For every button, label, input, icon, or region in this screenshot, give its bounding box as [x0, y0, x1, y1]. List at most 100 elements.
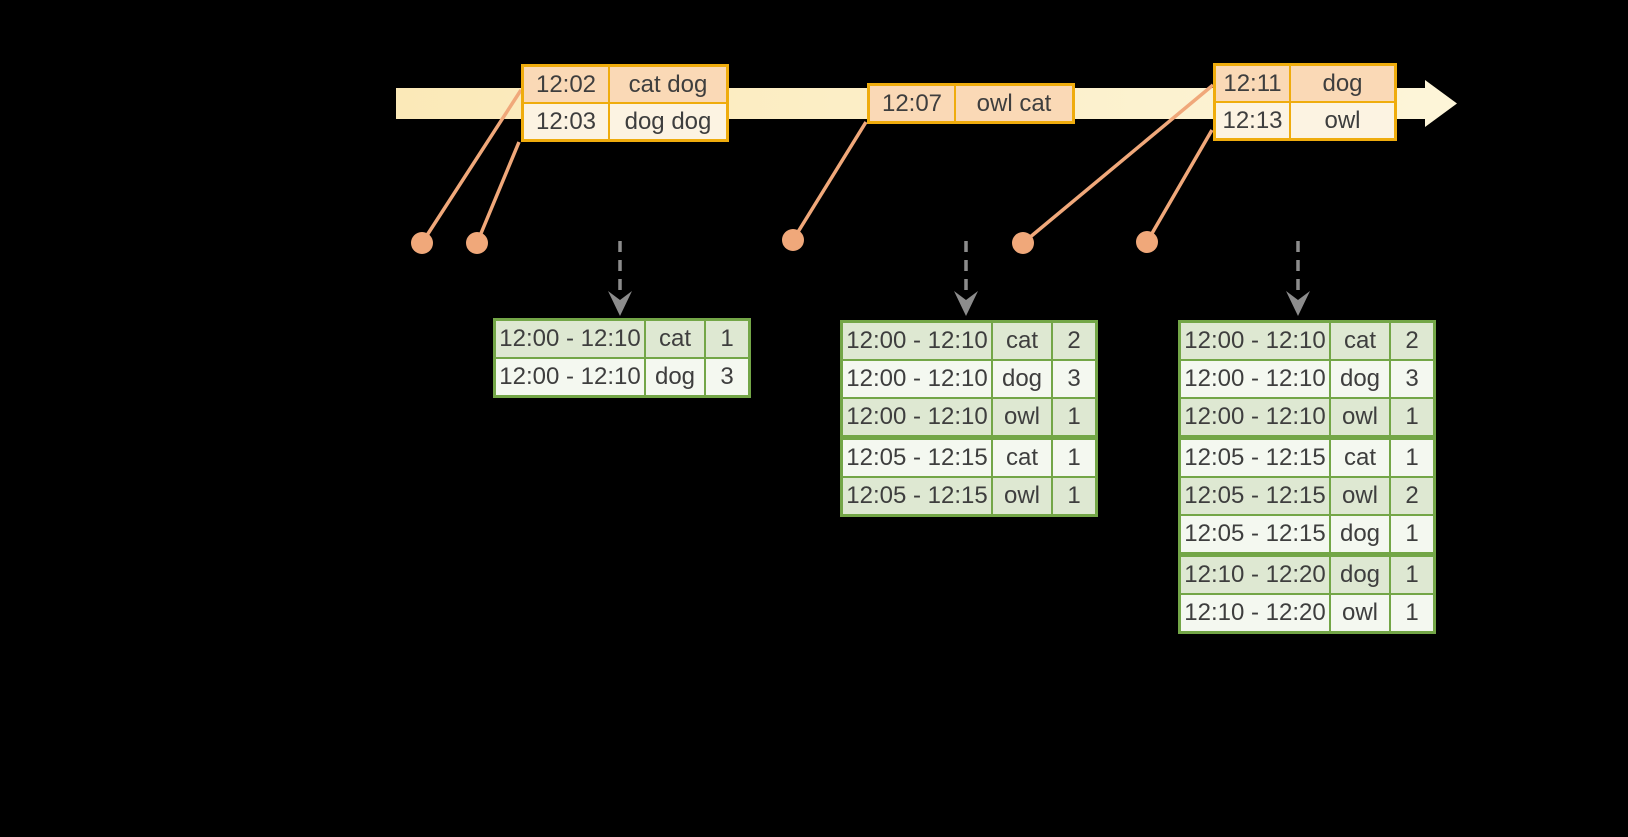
table-cell: 12:00 - 12:10 [840, 397, 993, 439]
table-cell: owl [1289, 101, 1397, 141]
event-connector-lines [420, 83, 1215, 245]
table-cell: 1 [1389, 552, 1436, 595]
table-cell: 2 [1389, 476, 1436, 516]
table-cell: 1 [1389, 514, 1436, 556]
connector-line [1021, 83, 1215, 245]
table-cell: cat [1329, 320, 1391, 361]
table-cell: 12:05 - 12:15 [1178, 435, 1331, 478]
trigger-arrow-icon [1286, 241, 1310, 316]
table-cell: 1 [1051, 476, 1098, 517]
table-cell: owl [1329, 397, 1391, 439]
table-cell: 12:10 - 12:20 [1178, 593, 1331, 634]
table-cell: 2 [1051, 320, 1098, 361]
table-cell: 1 [1389, 593, 1436, 634]
table-cell: dog dog [608, 102, 729, 142]
timeline-arrowhead-icon [1425, 80, 1457, 127]
event-dot [411, 232, 433, 254]
table-cell: owl [991, 476, 1053, 517]
table-cell: 3 [1389, 359, 1436, 399]
table-cell: 12:07 [867, 83, 956, 124]
connector-line [791, 121, 868, 241]
table-cell: 12:00 - 12:10 [1178, 320, 1331, 361]
connector-line [1145, 129, 1214, 243]
table-cell: cat dog [608, 64, 729, 104]
table-cell: owl [991, 397, 1053, 439]
table-cell: 12:00 - 12:10 [493, 357, 646, 398]
trigger-arrow-icon [608, 241, 632, 316]
trigger-arrowhead-icon [608, 291, 632, 316]
connector-line [420, 89, 523, 244]
table-cell: cat [991, 320, 1053, 361]
table-cell: 12:11 [1213, 63, 1291, 103]
table-cell: 12:00 - 12:10 [840, 320, 993, 361]
table-cell: 1 [1389, 397, 1436, 439]
table-cell: 12:05 - 12:15 [1178, 476, 1331, 516]
connector-line [475, 141, 521, 244]
table-cell: dog [644, 357, 706, 398]
table-cell: 12:02 [521, 64, 610, 104]
table-cell: 3 [1051, 359, 1098, 399]
table-cell: 12:00 - 12:10 [840, 359, 993, 399]
table-cell: owl [1329, 476, 1391, 516]
table-cell: 12:00 - 12:10 [493, 318, 646, 359]
event-dot [782, 229, 804, 251]
table-cell: 1 [1389, 435, 1436, 478]
table-cell: cat [1329, 435, 1391, 478]
table-cell: dog [1329, 552, 1391, 595]
event-time-dots [411, 229, 1158, 254]
table-cell: 3 [704, 357, 751, 398]
table-cell: 12:00 - 12:10 [1178, 397, 1331, 439]
table-cell: 12:05 - 12:15 [840, 435, 993, 478]
table-cell: 12:05 - 12:15 [1178, 514, 1331, 556]
trigger-arrowhead-icon [954, 291, 978, 316]
table-cell: 12:00 - 12:10 [1178, 359, 1331, 399]
table-cell: 12:05 - 12:15 [840, 476, 993, 517]
table-cell: 1 [704, 318, 751, 359]
table-cell: dog [991, 359, 1053, 399]
table-cell: 12:10 - 12:20 [1178, 552, 1331, 595]
table-cell: 12:13 [1213, 101, 1291, 141]
table-cell: dog [1289, 63, 1397, 103]
trigger-arrowhead-icon [1286, 291, 1310, 316]
table-cell: 1 [1051, 397, 1098, 439]
table-cell: 2 [1389, 320, 1436, 361]
table-cell: cat [991, 435, 1053, 478]
table-cell: owl [1329, 593, 1391, 634]
table-cell: owl cat [954, 83, 1075, 124]
table-cell: dog [1329, 359, 1391, 399]
trigger-arrow-icon [954, 241, 978, 316]
table-cell: dog [1329, 514, 1391, 556]
table-cell: 1 [1051, 435, 1098, 478]
event-dot [1136, 231, 1158, 253]
table-cell: 12:03 [521, 102, 610, 142]
event-dot [1012, 232, 1034, 254]
table-cell: cat [644, 318, 706, 359]
